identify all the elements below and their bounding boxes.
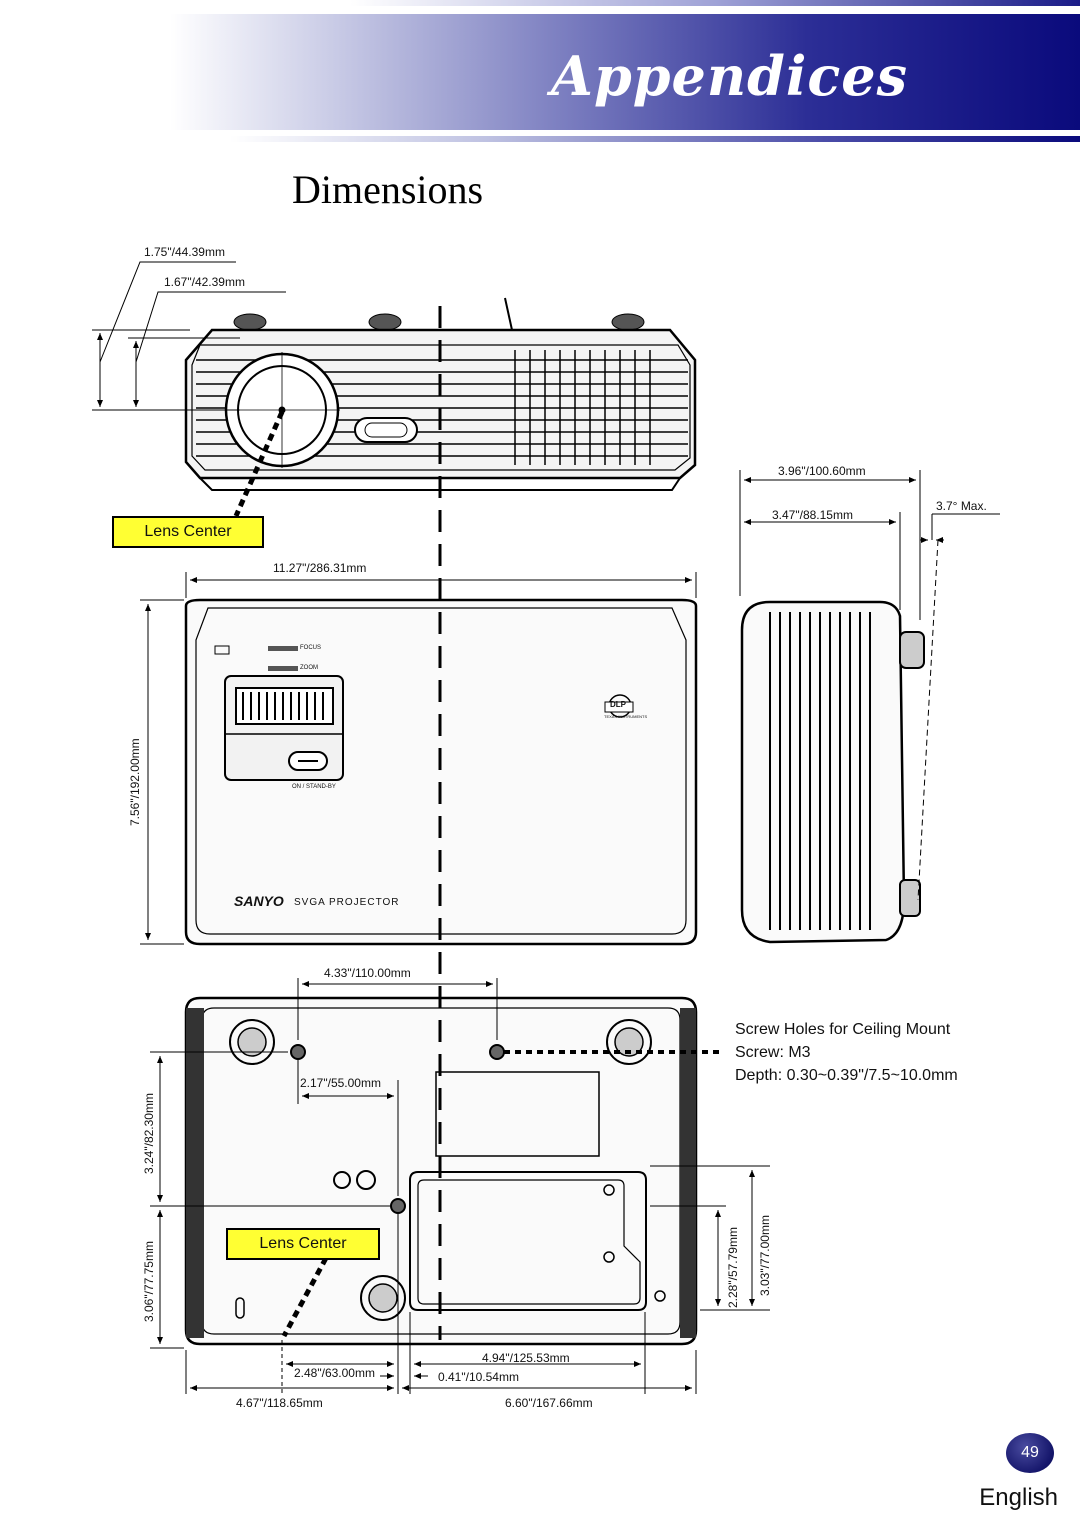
dlp-logo: DLP bbox=[610, 700, 626, 709]
door-offset-label: 0.41"/10.54mm bbox=[438, 1370, 519, 1384]
side-height-overall-label: 3.96"/100.60mm bbox=[778, 464, 866, 478]
ceiling-mount-depth: Depth: 0.30~0.39"/7.5~10.0mm bbox=[735, 1067, 958, 1084]
front-height-lens-label: 1.67"/42.39mm bbox=[164, 275, 245, 289]
banner-gradient bbox=[170, 14, 1080, 130]
page-number-badge: 49 bbox=[1006, 1433, 1054, 1473]
front-view bbox=[92, 261, 697, 491]
zoom-label: ZOOM bbox=[300, 665, 318, 671]
banner-bottom-rule bbox=[230, 136, 1080, 142]
front-height-overall-label: 1.75"/44.39mm bbox=[144, 245, 225, 259]
side-height-body-label: 3.47"/88.15mm bbox=[772, 508, 853, 522]
side-view bbox=[739, 470, 1000, 944]
right-depth-a-label: 2.28"/57.79mm bbox=[726, 1227, 740, 1308]
top-width-label: 11.27"/286.31mm bbox=[273, 561, 367, 575]
language-label: English bbox=[979, 1484, 1058, 1511]
lens-center-callout-bottom: Lens Center bbox=[226, 1228, 380, 1260]
top-view bbox=[140, 572, 698, 946]
door-width-label: 4.94"/125.53mm bbox=[482, 1351, 570, 1365]
hole-offset-label: 2.17"/55.00mm bbox=[300, 1076, 381, 1090]
focus-label: FOCUS bbox=[300, 645, 321, 651]
tilt-label: 3.7° Max. bbox=[936, 499, 987, 513]
banner-top-rule bbox=[350, 0, 1080, 6]
lens-center-axis bbox=[233, 306, 724, 1340]
model-label: SVGA PROJECTOR bbox=[294, 897, 400, 908]
ceiling-mount-title: Screw Holes for Ceiling Mount bbox=[735, 1021, 951, 1038]
bottom-depth-rear-label: 3.24"/82.30mm bbox=[142, 1093, 156, 1174]
lens-center-callout-top: Lens Center bbox=[112, 516, 264, 548]
lens-offset-label: 2.48"/63.00mm bbox=[294, 1366, 375, 1380]
left-total-label: 4.67"/118.65mm bbox=[236, 1396, 323, 1410]
top-depth-label: 7.56"/192.00mm bbox=[128, 738, 142, 826]
right-depth-b-label: 3.03"/77.00mm bbox=[758, 1215, 772, 1296]
page-title: Appendices bbox=[551, 44, 908, 108]
bottom-depth-front-label: 3.06"/77.75mm bbox=[142, 1241, 156, 1322]
brand-logo: SANYO bbox=[234, 893, 284, 909]
hole-spacing-label: 4.33"/110.00mm bbox=[324, 966, 411, 980]
bottom-view bbox=[150, 978, 770, 1394]
right-total-label: 6.60"/167.66mm bbox=[505, 1396, 593, 1410]
header-banner: Appendices bbox=[0, 0, 1080, 150]
ti-label: TEXAS INSTRUMENTS bbox=[604, 714, 648, 719]
power-label: ON / STAND-BY bbox=[292, 784, 336, 790]
ceiling-mount-screw: Screw: M3 bbox=[735, 1044, 811, 1061]
section-heading: Dimensions bbox=[292, 167, 484, 212]
